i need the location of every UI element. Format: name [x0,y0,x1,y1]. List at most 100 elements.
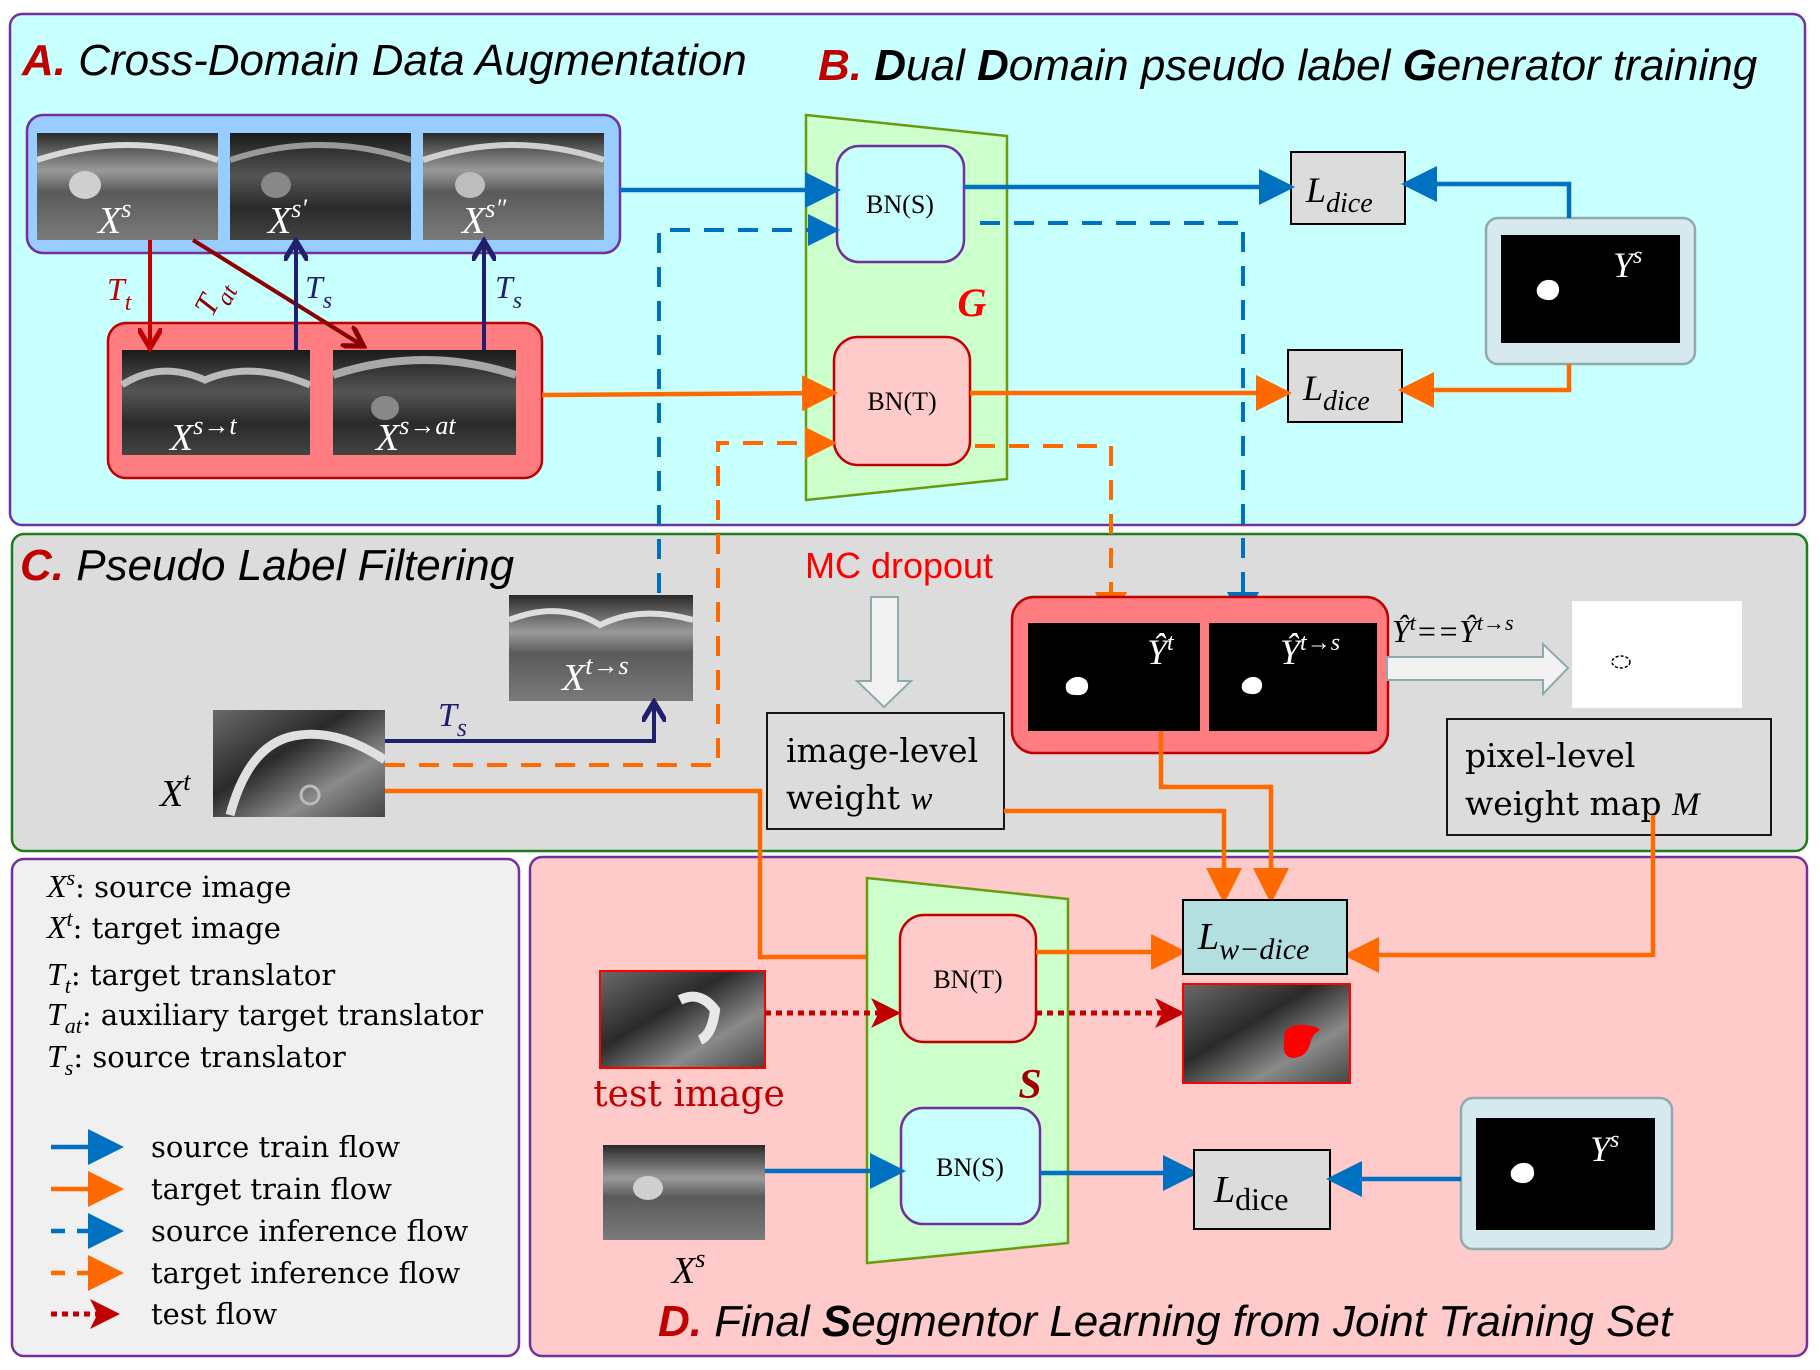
pseudo-label-to-loss [1158,731,1289,904]
loss-weighted-dice-label: Lw−dice [1197,916,1309,966]
test-image [599,970,766,1069]
ys-label-b: Ys [1613,243,1642,285]
legend-definition: Xt: target image [45,906,281,945]
translated-image-xt-s: Xt→s [507,595,694,701]
image-level-weight-box [766,712,1005,830]
legend-definition: Xs: source image [45,865,291,904]
target-inference-flow-in [385,427,837,767]
legend-flow-label: target inference flow [151,1256,460,1290]
target-inference-flow-out [975,444,1127,624]
agreement-arrow-icon [1386,641,1570,697]
xs-double-prime-label: Xs″ [460,194,507,242]
ys-to-loss-source [1401,166,1572,218]
ys-to-loss-target [1398,364,1572,408]
tumor-mask-icon [1510,1162,1535,1184]
panel-a-letter: A. [21,36,66,85]
legend-definition: Ts: source translator [47,1038,346,1080]
panel-b-title-text: Dual Domain pseudo label Generator train… [874,41,1758,90]
test-image-label: test image [593,1074,785,1115]
source-image-xs-d [603,1145,765,1240]
legend-flow-label: test flow [151,1297,277,1331]
image-weight-to-loss [1004,808,1242,904]
xt-label: Xt [158,767,191,815]
s-bn-source-label: BN(S) [936,1153,1004,1182]
segmentation-result-image [1182,983,1351,1084]
yts-hat-label: Ŷt→s [1280,630,1340,672]
source-inference-flow-in [657,214,840,593]
yt-hat-label: Ŷt [1147,630,1175,672]
title-fragment: egmentor Learning from Joint Training Se… [851,1297,1674,1346]
s-bn-target [898,913,1038,1044]
pixel-weight-to-loss [1343,815,1656,973]
title-fragment: G [1403,41,1437,90]
title-fragment: omain pseudo label [1009,41,1403,90]
tumor-mask-icon [1065,676,1089,696]
title-fragment: ual [906,41,977,90]
target-train-flow-to-s [385,788,904,975]
xs-prime-label: Xs′ [266,194,307,242]
legend-box [10,857,521,1358]
pseudo-label-yts-image [1209,623,1377,731]
pseudo-label-yt-image [1028,623,1200,731]
source-image-xs: Xs [36,133,219,242]
pixel-level-weight-line2: weight map M [1465,784,1701,823]
s-bn-target-label: BN(T) [933,965,1002,994]
source-label-image-d [1476,1118,1655,1230]
source-image-xs-prime: Xs′ [229,133,412,242]
ts-label-1: Ts [305,269,332,314]
image-level-weight-line1: image-level [786,731,978,770]
translated-image-xs-t: Xs→t [120,350,312,459]
source-image-xs-double-prime: Xs″ [422,133,605,242]
tumor-mask-icon [1241,676,1263,695]
ts-label-c: Ts [438,697,467,742]
panel-c-title: C. Pseudo Label Filtering [20,541,515,590]
xs-t-label: Xs→t [168,411,237,459]
title-fragment: Final [714,1297,822,1346]
source-label-image-b [1501,235,1680,343]
loss-dice-source-g [1290,151,1406,225]
legend-flow-label: source inference flow [151,1214,468,1248]
mc-dropout-arrow-icon [854,596,914,709]
ts-label-2: Ts [495,269,522,314]
target-train-flow-to-g [541,375,838,412]
loss-dice-target-g-label: Ldice [1302,368,1370,417]
panel-d-title-text: Final Segmentor Learning from Joint Trai… [714,1297,1674,1346]
legend-definition: Tt: target translator [47,956,335,998]
g-network-label: G [958,280,987,325]
g-bn-target-label: BN(T) [867,387,936,416]
ts-arrow-c [385,706,654,743]
source-inference-flow-out [980,221,1259,624]
panel-b-title: B. Dual Domain pseudo label Generator tr… [818,41,1758,90]
tumor-mask-icon [1536,279,1560,301]
pixel-level-weight-box [1446,718,1772,836]
xs-d-label: Xs [670,1244,705,1292]
g-bn-source-label: BN(S) [866,190,934,219]
title-fragment: D [977,41,1009,90]
panel-d-letter: D. [658,1297,702,1346]
title-fragment: enerator training [1437,41,1758,90]
image-level-weight-line2: weight w [786,778,932,817]
pixel-level-weight-line1: pixel-level [1465,736,1635,775]
loss-weighted-dice [1182,899,1348,975]
legend-flow-label: target train flow [151,1172,392,1206]
translated-image-xs-at: Xs→at [331,350,518,459]
panel-d-title: D. Final Segmentor Learning from Joint T… [658,1297,1674,1346]
tt-label: Tt [107,271,133,316]
agreement-equation: Ŷt==Ŷt→s [1392,610,1514,649]
loss-dice-s [1193,1149,1331,1230]
xs-at-label: Xs→at [374,411,456,459]
title-fragment: D [874,41,906,90]
panel-c-title-text: Pseudo Label Filtering [76,541,514,590]
loss-dice-source-g-label: Ldice [1305,170,1373,219]
loss-dice-s-label: Ldice [1213,1169,1288,1217]
pixel-weight-map-image [1572,601,1742,708]
s-network-label: S [1018,1062,1041,1108]
panel-c-letter: C. [20,541,64,590]
panel-b-letter: B. [818,41,862,90]
tat-arrow [191,238,360,344]
xt-s-label: Xt→s [560,651,629,699]
mc-dropout-label: MC dropout [805,545,993,586]
